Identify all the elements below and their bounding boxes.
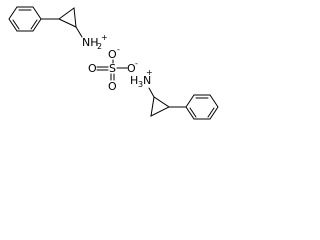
- bottom-benzene-hexagon: [185, 94, 219, 120]
- bottom-amine-h-count: 3: [138, 80, 143, 89]
- bottom-amine-n: N: [143, 74, 151, 87]
- top-benzene-double-bond-2: [30, 19, 38, 30]
- top-molecule: NH 2 +: [8, 6, 108, 51]
- sulfate-oxygen-top: O: [108, 48, 117, 61]
- top-amine-label: NH: [82, 36, 99, 49]
- top-cyclopropane-triangle: [58, 7, 77, 28]
- bottom-nitrogen-cyclopropyl-bond: [148, 87, 155, 98]
- sulfate-sulfur-label: S: [109, 62, 116, 75]
- sulfate-ion: O S O - O - O: [88, 45, 138, 93]
- top-cyclopropyl-nitrogen-bond: [75, 26, 83, 38]
- bottom-phenyl-ring: [185, 94, 219, 120]
- top-cyclopropyl-ring: [58, 7, 77, 28]
- top-amine-h-count: 2: [97, 42, 102, 51]
- top-benzene-hexagon: [8, 6, 42, 32]
- bottom-amine-h: H: [130, 74, 138, 87]
- bottom-cyclopropane-triangle: [150, 96, 170, 117]
- chemical-structure-diagram: NH 2 + O S O - O - O H 3 N +: [8, 6, 219, 120]
- sulfate-oxygen-bottom: O: [108, 80, 117, 93]
- top-benzene-double-bond-3: [12, 19, 20, 30]
- bottom-ammonium-charge: +: [146, 68, 153, 77]
- sulfate-top-charge: -: [117, 45, 120, 54]
- top-phenyl-ring: [8, 6, 42, 32]
- sulfate-right-charge: -: [135, 59, 138, 68]
- bottom-benzene-double-bond-2: [207, 107, 215, 118]
- bottom-cyclopropyl-ring: [150, 96, 170, 117]
- sulfate-oxygen-left: O: [88, 62, 97, 75]
- bottom-benzene-double-bond-3: [189, 107, 197, 118]
- sulfate-oxygen-right: O: [127, 62, 136, 75]
- top-ammonium-charge: +: [101, 33, 108, 42]
- bottom-molecule: H 3 N +: [130, 68, 219, 120]
